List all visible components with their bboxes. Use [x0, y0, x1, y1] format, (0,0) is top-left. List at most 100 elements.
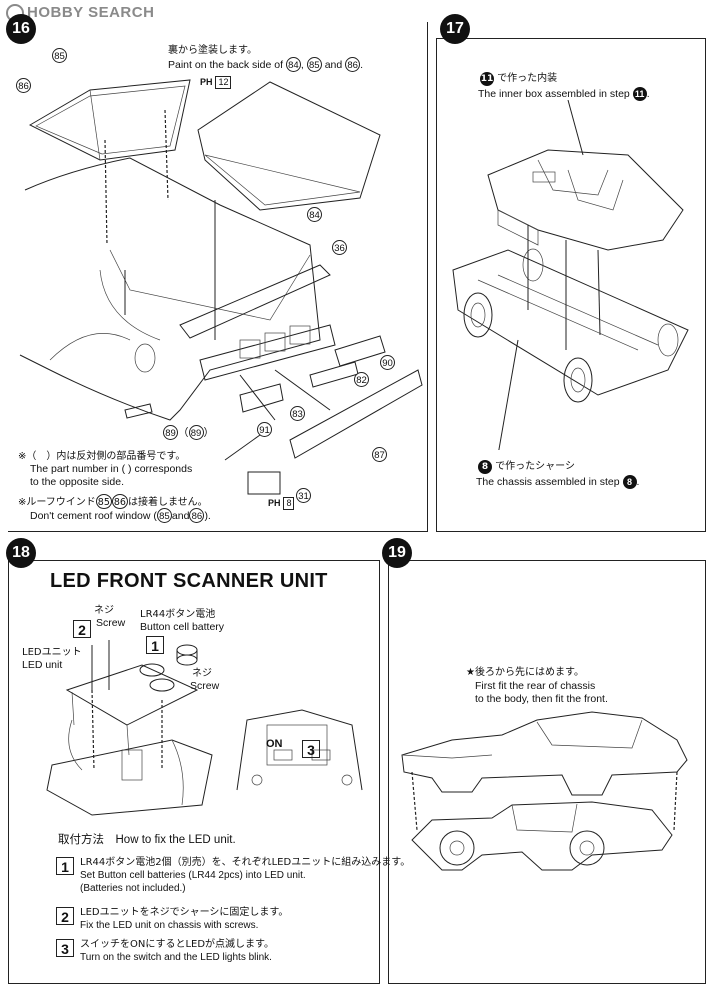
step-17-panel [436, 38, 706, 532]
fn-en-part-86: 86 [189, 508, 205, 523]
instruction-3-jp: スイッチをONにするとLEDが点滅します。 [80, 939, 275, 950]
instruction-3-num: 3 [56, 939, 74, 957]
instruction-2: 2 LEDユニットをネジでシャーシに固定します。 Fix the LED uni… [56, 906, 288, 932]
rear-wheel [463, 292, 493, 338]
step-16-diagram [19, 79, 423, 495]
footnote-2-en-pre: Don't cement roof window ( [30, 510, 157, 522]
callout-82: 82 [354, 372, 369, 387]
callout-90: 90 [380, 355, 395, 370]
ph-label: PH [200, 77, 213, 87]
spoiler-36 [179, 264, 331, 339]
car-body [401, 711, 688, 796]
step-11-ref: 11 [480, 72, 494, 86]
led-label-jp: LEDユニット [22, 647, 82, 658]
step-18-panel [8, 560, 380, 984]
step-8-ref-2: 8 [622, 475, 637, 489]
callout-85: 85 [52, 48, 67, 63]
step-17-bottom-jp-text: で作ったシャーシ [495, 461, 575, 472]
step-18-number: 18 [6, 538, 36, 568]
roof-window-86 [28, 79, 191, 161]
front-wheel [563, 357, 593, 403]
callout-91: 91 [257, 422, 272, 437]
step-17-number: 17 [440, 14, 470, 44]
ph-8-box: 8 [283, 497, 295, 510]
instruction-1: 1 LR44ボタン電池2個（別売）を、それぞれLEDユニットに組み込みます。 S… [56, 856, 410, 895]
callout-87: 87 [372, 447, 387, 462]
footnote-1-jp: ※（ ）内は反対側の部品番号です。 [18, 451, 186, 462]
step-19-note-en1: First fit the rear of chassis [475, 680, 596, 692]
step-16-panel [8, 22, 428, 532]
rear-glass-84 [197, 81, 381, 211]
step-19-diagram [401, 711, 688, 871]
step-17-bottom-en-text: The chassis assembled in step [476, 476, 620, 488]
callout-83: 83 [290, 406, 305, 421]
instruction-1-en1: Set Button cell batteries (LR44 2pcs) in… [80, 870, 306, 881]
screw-label-jp: ネジ [94, 605, 114, 616]
step-8-ref: 8 [478, 460, 492, 474]
callout-31: 31 [296, 488, 311, 503]
footnote-2-en-and: and [171, 510, 190, 522]
instruction-2-en1: Fix the LED unit on chassis with screws. [80, 920, 259, 931]
battery-label-en: Button cell battery [140, 621, 225, 633]
step-17-top-jp: 11 で作った内装 [480, 72, 557, 86]
step-16-note-en: Paint on the back side of 84, 85 and 86. [168, 57, 364, 72]
plate-31 [247, 471, 281, 495]
callout-84: 84 [307, 207, 322, 222]
switch-inset [236, 709, 363, 791]
footnote-2-jp-pre: ※ルーフウインド [18, 497, 96, 508]
led-unit-board [65, 664, 199, 726]
lens-82 [309, 361, 359, 388]
step-19-note-jp: ★後ろから先にはめます。 [466, 667, 584, 678]
ph-12-box: 12 [215, 76, 232, 89]
front-wheel-icon [439, 830, 475, 866]
screw2-label-jp: ネジ [192, 668, 212, 679]
watermark-text: HOBBY SEARCH [27, 4, 155, 21]
on-label: ON [266, 738, 283, 750]
ph-12-label: PH 12 [200, 76, 232, 89]
instruction-1-num: 1 [56, 857, 74, 875]
battery-label-jp: LR44ボタン電池 [140, 609, 216, 620]
part-86-ref: 86 [345, 57, 361, 72]
step-box-3: 3 [302, 740, 320, 758]
part-89-opposite-ref: 89 [188, 425, 204, 440]
step-11-ref-2: 11 [632, 87, 647, 101]
footnote-2-jp-post: は接着しません。 [127, 497, 208, 508]
rear-wheel-icon [569, 830, 605, 866]
footnote-2-en-post: ). [204, 510, 211, 522]
step-17-top-jp-text: で作った内装 [497, 73, 558, 84]
part-84-ref: 84 [285, 57, 301, 72]
bar-87 [289, 369, 423, 459]
step-18-title: LED FRONT SCANNER UNIT [50, 570, 328, 592]
part-89-ref: 89 [163, 425, 178, 440]
screw-label-en: Screw [96, 617, 126, 629]
instruction-1-en2: (Batteries not included.) [80, 883, 186, 894]
step-box-2: 2 [73, 620, 91, 638]
step-17-bottom-jp: 8 で作ったシャーシ [478, 460, 575, 474]
tail-panel [199, 324, 336, 381]
footnote-1-en-2: to the opposite side. [30, 476, 124, 488]
step-19-panel [388, 560, 706, 984]
step-19-number: 19 [382, 538, 412, 568]
fn-part-85: 85 [95, 494, 112, 509]
ph-label-2: PH [268, 498, 281, 508]
step-16-note-jp: 裏から塗装します。 [168, 45, 257, 56]
fn-part-86: 86 [111, 494, 128, 509]
step-16-number: 16 [6, 14, 36, 44]
screw2-label-en: Screw [190, 680, 220, 692]
instruction-3: 3 スイッチをONにするとLEDが点滅します。 Turn on the swit… [56, 938, 275, 964]
fn-en-part-85: 85 [156, 508, 172, 523]
callout-36: 36 [332, 240, 347, 255]
battery-icon [176, 644, 198, 656]
chassis-front [46, 739, 213, 816]
step-19-note-en2: to the body, then fit the front. [475, 693, 608, 705]
chassis [452, 249, 689, 396]
instruction-3-en1: Turn on the switch and the LED lights bl… [80, 952, 272, 963]
callout-86: 86 [16, 78, 31, 93]
chassis-side [411, 801, 673, 871]
howto-title: 取付方法 How to fix the LED unit. [58, 834, 236, 846]
step-17-bottom-en: The chassis assembled in step 8. [476, 475, 640, 489]
part-85-ref: 85 [306, 57, 322, 72]
step-18-diagram [46, 640, 363, 816]
